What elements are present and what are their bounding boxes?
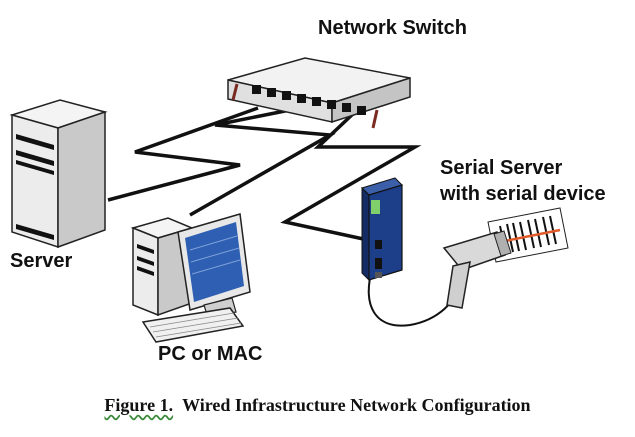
monitor-screen	[185, 222, 244, 302]
serial-server-label-line2: with serial device	[440, 183, 606, 205]
network-switch-icon	[227, 57, 411, 129]
figure-number: Figure 1.	[104, 395, 174, 415]
serial-server-status-panel	[371, 200, 380, 214]
switch-ports	[252, 85, 366, 115]
pc-label: PC or MAC	[158, 343, 263, 365]
cable-switch-to-serial-server	[280, 110, 422, 242]
switch-mount-ears	[231, 83, 379, 129]
server-icon	[9, 99, 108, 249]
server-label: Server	[10, 250, 73, 272]
cable-switch-to-pc	[189, 108, 336, 217]
network-switch-label: Network Switch	[318, 17, 467, 39]
pc-icon	[130, 213, 251, 343]
figure-caption-text: Wired Infrastructure Network Configurati…	[182, 395, 531, 415]
server-drive-bays	[16, 134, 54, 240]
cable-switch-to-server	[107, 106, 259, 202]
barcode-scanner-icon	[442, 207, 569, 309]
keyboard	[141, 307, 245, 343]
figure-caption: Figure 1. Wired Infrastructure Network C…	[0, 395, 635, 416]
scan-beam	[499, 228, 561, 244]
serial-server-label-line1: Serial Server	[440, 157, 563, 179]
serial-server-icon	[361, 177, 403, 282]
